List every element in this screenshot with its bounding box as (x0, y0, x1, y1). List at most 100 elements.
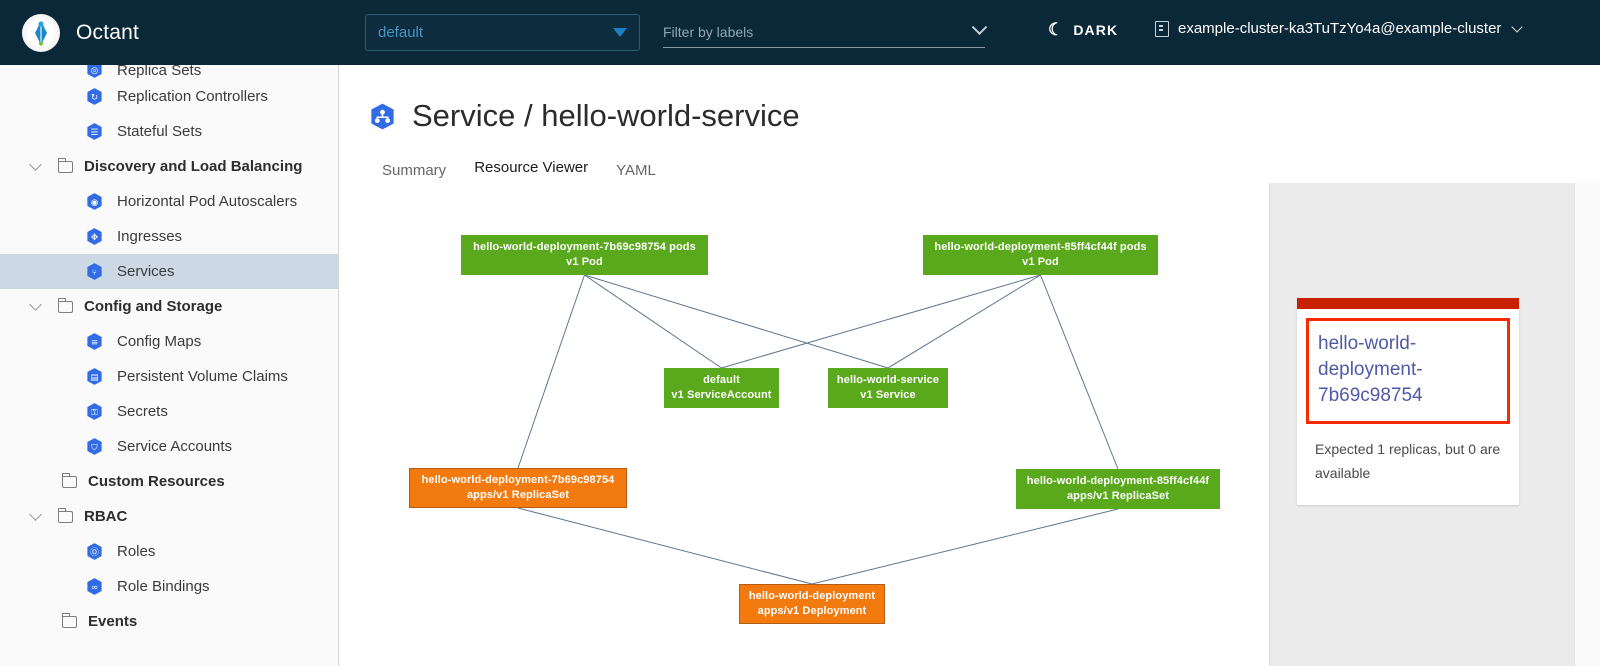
chevron-down-icon[interactable] (29, 507, 42, 521)
sidebar-item-replication-controllers[interactable]: ↻ Replication Controllers (0, 79, 338, 114)
sidebar-item-replica-sets[interactable]: ◎ Replica Sets (0, 65, 338, 79)
sidebar-item-label: Discovery and Load Balancing (84, 158, 303, 175)
page-title-text: Service / hello-world-service (412, 98, 800, 133)
detail-panel: hello-world-deployment-7b69c98754 Expect… (1269, 183, 1574, 666)
graph-node-title: hello-world-deployment-7b69c98754 (421, 474, 615, 486)
sidebar-item-label: RBAC (84, 508, 128, 525)
app-header: Octant default Filter by labels ☾ DARK e… (0, 0, 1600, 65)
brand[interactable]: Octant (22, 13, 322, 52)
sidebar-item-config-and-storage[interactable]: Config and Storage (0, 289, 338, 324)
sidebar-item-stateful-sets[interactable]: ☰ Stateful Sets (0, 114, 338, 149)
detail-card[interactable]: hello-world-deployment-7b69c98754 Expect… (1297, 298, 1519, 505)
tab-yaml[interactable]: YAML (616, 162, 656, 179)
svg-text:⑂: ⑂ (92, 268, 97, 278)
sidebar-nav: ◎ Replica Sets ↻ Replication Controllers ☰ St… (0, 65, 339, 666)
sidebar-item-label: Horizontal Pod Autoscalers (117, 193, 298, 210)
sidebar-item-label: Ingresses (117, 228, 183, 245)
cluster-icon (1155, 20, 1169, 37)
sidebar-item-label: Stateful Sets (117, 123, 203, 140)
sidebar-item-services[interactable]: ⑂ Services (0, 254, 338, 289)
chevron-down-icon (1511, 20, 1524, 33)
status-accent-bar (1297, 298, 1519, 309)
graph-edges (517, 274, 1119, 585)
octant-logo-icon (22, 13, 60, 52)
k8s-statefulset-icon: ☰ (85, 122, 104, 141)
svg-text:✥: ✥ (91, 233, 98, 243)
sidebar-item-label: Services (117, 263, 175, 280)
namespace-value: default (378, 24, 424, 41)
sidebar-item-secrets[interactable]: ⚿Secrets (0, 394, 338, 429)
graph-edge (517, 274, 585, 469)
sidebar-item-rbac[interactable]: RBAC (0, 499, 338, 534)
chevron-down-icon[interactable] (29, 157, 42, 171)
theme-toggle-label: DARK (1073, 21, 1119, 38)
sidebar-item-label: Role Bindings (117, 578, 210, 595)
sidebar-item-label: Replica Sets (117, 65, 202, 79)
graph-node-subtitle: apps/v1 Deployment (757, 605, 867, 617)
k8s-hpa-icon: ◉ (85, 192, 104, 211)
right-gutter (1574, 183, 1600, 666)
folder-icon (57, 297, 73, 313)
svg-text:◉: ◉ (91, 198, 99, 208)
k8s-serviceaccount-icon: ⛉ (85, 437, 104, 456)
svg-text:◎: ◎ (91, 66, 99, 76)
k8s-pvc-icon: ▤ (85, 367, 104, 386)
k8s-replicationcontroller-icon: ↻ (85, 87, 104, 106)
sidebar-item-label: Secrets (117, 403, 168, 420)
sidebar-item-config-maps[interactable]: ≡Config Maps (0, 324, 338, 359)
graph-node-subtitle: apps/v1 ReplicaSet (1066, 490, 1170, 502)
sidebar-item-discovery-and-load-balancing[interactable]: Discovery and Load Balancing (0, 149, 338, 184)
graph-edge (887, 274, 1041, 369)
svg-text:≡: ≡ (91, 338, 98, 348)
graph-node-title: hello-world-deployment (748, 590, 876, 602)
tab-summary[interactable]: Summary (382, 162, 447, 179)
label-filter-input[interactable]: Filter by labels (663, 16, 988, 48)
folder-icon (57, 157, 73, 173)
folder-icon (57, 507, 73, 523)
caret-down-icon (613, 28, 627, 37)
sidebar-item-label: Persistent Volume Claims (117, 368, 288, 385)
sidebar-item-horizontal-pod-autoscalers[interactable]: ◉ Horizontal Pod Autoscalers (0, 184, 338, 219)
cluster-picker[interactable]: example-cluster-ka3TuTzYo4a@example-clus… (1155, 20, 1524, 37)
graph-edge (517, 507, 813, 585)
folder-icon (61, 472, 77, 488)
graph-node-subtitle: v1 Pod (1022, 256, 1059, 268)
sidebar-item-label: Events (88, 613, 138, 630)
graph-node-subtitle: v1 ServiceAccount (671, 389, 772, 401)
svg-text:⛉: ⛉ (91, 443, 98, 453)
graph-edge (584, 274, 722, 369)
graph-edge (584, 274, 889, 369)
svg-text:↻: ↻ (91, 93, 98, 103)
graph-edge (721, 274, 1041, 369)
detail-title-link[interactable]: hello-world-deployment-7b69c98754 (1306, 318, 1510, 424)
sidebar-item-role-bindings[interactable]: ∞ Role Bindings (0, 569, 338, 604)
theme-toggle-button[interactable]: ☾ DARK (1048, 21, 1118, 38)
sidebar-item-service-accounts[interactable]: ⛉Service Accounts (0, 429, 338, 464)
graph-node-deployment-hello-world[interactable]: hello-world-deployment apps/v1 Deployment (739, 584, 885, 624)
sidebar-item-events[interactable]: Events (0, 604, 338, 639)
sidebar-item-persistent-volume-claims[interactable]: ▤ Persistent Volume Claims (0, 359, 338, 394)
folder-icon (61, 612, 77, 628)
namespace-select[interactable]: default (365, 14, 640, 51)
k8s-rolebinding-icon: ∞ (85, 577, 104, 596)
brand-name: Octant (76, 20, 140, 44)
svg-text:☰: ☰ (91, 128, 99, 138)
sidebar-item-label: Replication Controllers (117, 88, 268, 105)
graph-node-subtitle: v1 Service (860, 389, 916, 401)
sidebar-item-ingresses[interactable]: ✥ Ingresses (0, 219, 338, 254)
k8s-configmap-icon: ≡ (85, 332, 104, 351)
sidebar-item-custom-resources[interactable]: Custom Resources (0, 464, 338, 499)
k8s-service-icon: ⑂ (85, 262, 104, 281)
chevron-down-icon[interactable] (29, 297, 42, 311)
graph-edge (1040, 274, 1119, 470)
moon-icon: ☾ (1048, 20, 1065, 39)
